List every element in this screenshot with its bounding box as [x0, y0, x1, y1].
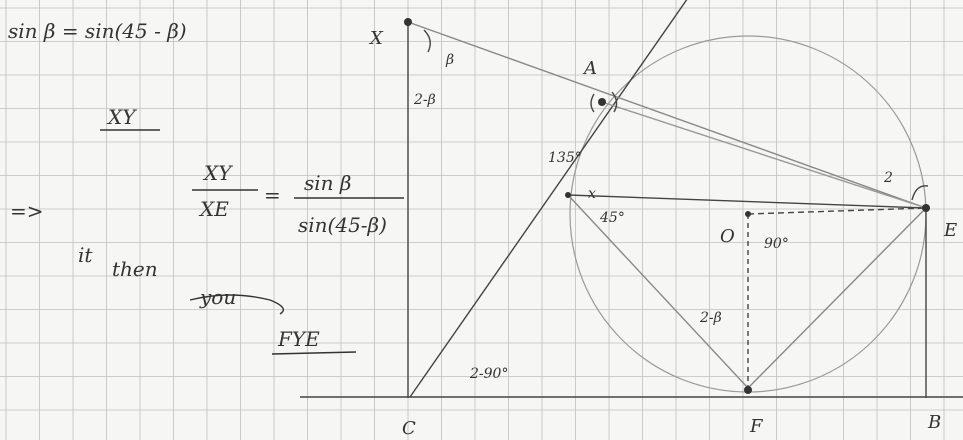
label-e: E: [943, 220, 957, 241]
angle-at-o: 90°: [764, 236, 789, 252]
line-e-left: [567, 194, 927, 209]
angle-at-e: 2: [883, 170, 893, 186]
label-x: X: [368, 28, 384, 49]
arc-at-e: [911, 185, 929, 201]
angle-at-c: 2-90°: [469, 366, 508, 382]
note-sine-equation: sin β = sin(45 - β): [8, 19, 187, 43]
line-to-f: [567, 194, 749, 389]
implies-arrow: =>: [10, 199, 44, 223]
line-fe: [747, 207, 927, 389]
label-c: C: [402, 418, 416, 439]
line-ca: [409, 0, 688, 398]
scribble-stroke: [189, 294, 284, 315]
arc-at-a-left: [590, 93, 595, 113]
angle-45: 45°: [599, 210, 625, 226]
note-fye-underline: [271, 351, 357, 355]
ratio-lhs-denominator: XE: [198, 197, 229, 221]
ratio-rhs-denominator: sin(45-β): [298, 213, 387, 237]
scribble-2: then: [112, 257, 158, 281]
point-x: [404, 18, 412, 26]
line-ae: [601, 101, 927, 209]
ratio-lhs-numerator: XY: [202, 161, 233, 185]
angle-at-f: 2-β: [699, 310, 722, 326]
point-o: [745, 211, 751, 217]
point-a: [598, 98, 606, 106]
label-a: A: [582, 58, 597, 79]
point-f: [744, 386, 752, 394]
ratio-equals: =: [264, 183, 281, 207]
angle-at-x: β: [445, 52, 454, 68]
angle-at-a: 135°: [548, 150, 582, 166]
label-o: O: [720, 226, 735, 247]
ratio-rhs-numerator: sin β: [304, 171, 351, 195]
arc-at-a-right: [611, 91, 618, 113]
arc-at-x: [423, 29, 431, 53]
label-f: F: [749, 416, 764, 437]
note-xy: XY: [106, 105, 137, 129]
point-left: [565, 192, 571, 198]
note-angle-fye: FYE: [277, 327, 320, 351]
label-b: B: [927, 412, 941, 433]
angle-x-side: 2-β: [413, 92, 436, 108]
scribble-1: it: [78, 243, 93, 267]
line-xe: [407, 21, 927, 209]
angle-at-left: x: [588, 186, 596, 202]
point-e: [922, 204, 930, 212]
